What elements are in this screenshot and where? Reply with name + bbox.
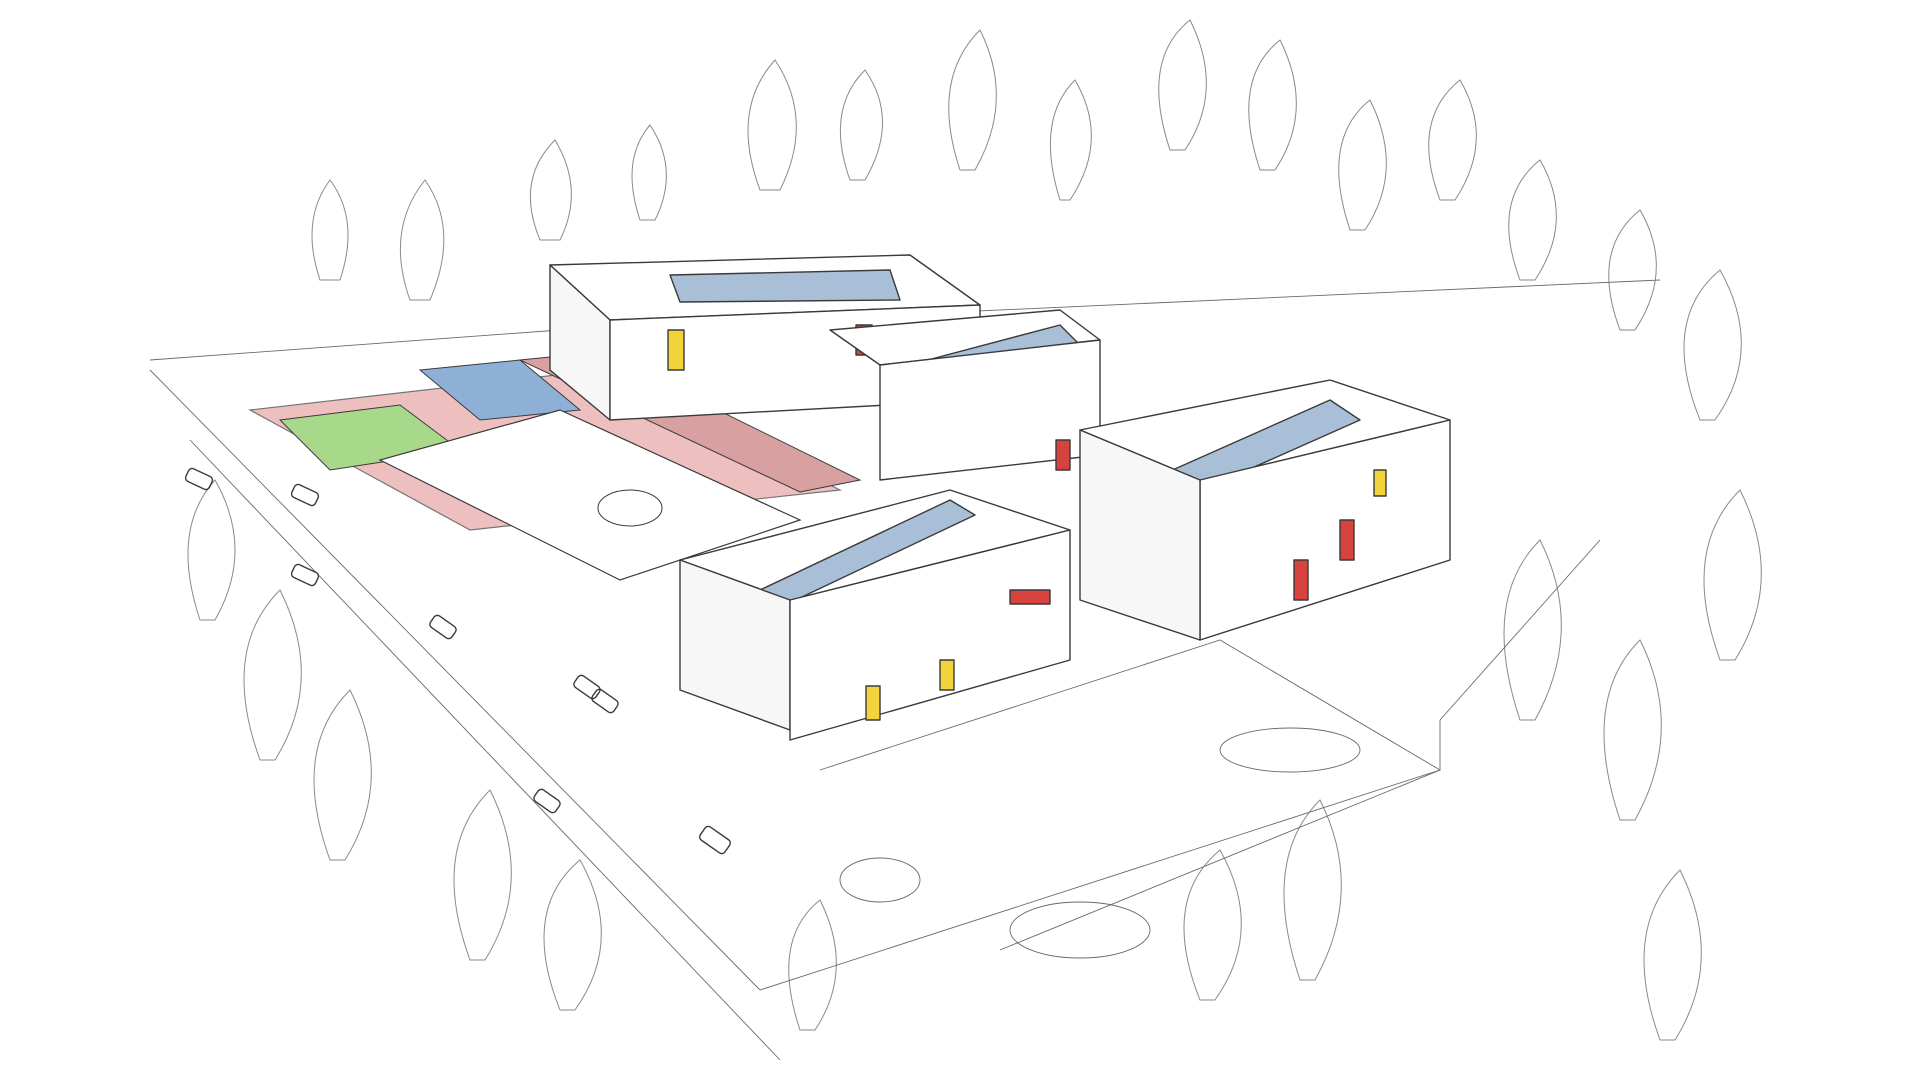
accent-red-east-2 bbox=[1293, 559, 1309, 601]
tree-cluster-southwest bbox=[187, 479, 837, 1031]
planter-southwest bbox=[1009, 901, 1151, 959]
parked-cars bbox=[184, 467, 732, 855]
solar-panel-north bbox=[669, 269, 901, 303]
building-front-block bbox=[679, 489, 1071, 741]
accent-yellow-front-1 bbox=[865, 685, 881, 721]
building-middle-block bbox=[829, 309, 1101, 481]
accent-yellow-north bbox=[667, 329, 685, 371]
accent-yellow-front-2 bbox=[939, 659, 955, 691]
forecourt-plaza bbox=[819, 639, 1442, 959]
planter-east bbox=[1219, 727, 1361, 773]
accent-red-east-1 bbox=[1339, 519, 1355, 561]
building-east-block bbox=[1079, 379, 1451, 641]
planter-south bbox=[839, 857, 921, 903]
accent-red-middle bbox=[1055, 439, 1071, 471]
accent-yellow-east bbox=[1373, 469, 1387, 497]
sports-field bbox=[248, 351, 862, 581]
tree-cluster-east bbox=[1183, 489, 1762, 1041]
football-field bbox=[378, 409, 802, 581]
basketball-court bbox=[418, 359, 582, 421]
tree-cluster-north bbox=[311, 19, 1742, 421]
accent-red-front bbox=[1009, 589, 1051, 605]
center-circle bbox=[597, 489, 663, 527]
